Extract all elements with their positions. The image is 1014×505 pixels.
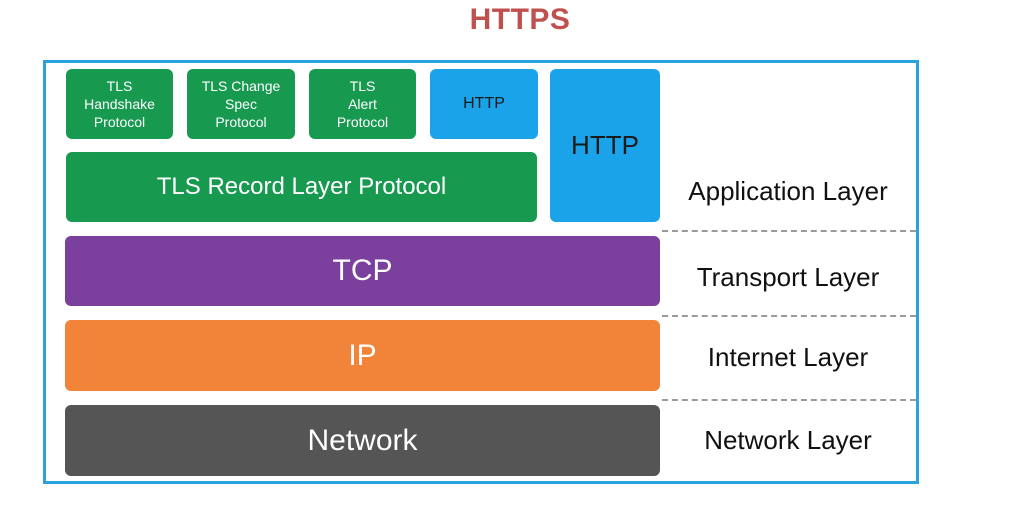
network-box: Network [65,405,660,476]
layer-separator [662,399,916,401]
ip-box: IP [65,320,660,391]
layer-separator [662,230,916,232]
tls-record-layer-box: TLS Record Layer Protocol [66,152,537,222]
http-over-tls-box: HTTP [430,69,538,139]
application-layer-label: Application Layer [688,176,888,206]
tls-alert-protocol-box: TLS Alert Protocol [309,69,416,139]
diagram-title: HTTPS [469,3,571,36]
transport-layer-label: Transport Layer [696,262,880,292]
tcp-box: TCP [65,236,660,306]
tls-handshake-protocol-box: TLS Handshake Protocol [66,69,173,139]
http-box: HTTP [550,69,660,222]
tls-change-spec-protocol-box: TLS Change Spec Protocol [187,69,295,139]
network-layer-label: Network Layer [704,425,872,455]
internet-layer-label: Internet Layer [707,342,869,372]
protocol-stack-frame [43,60,919,484]
layer-separator [662,315,916,317]
